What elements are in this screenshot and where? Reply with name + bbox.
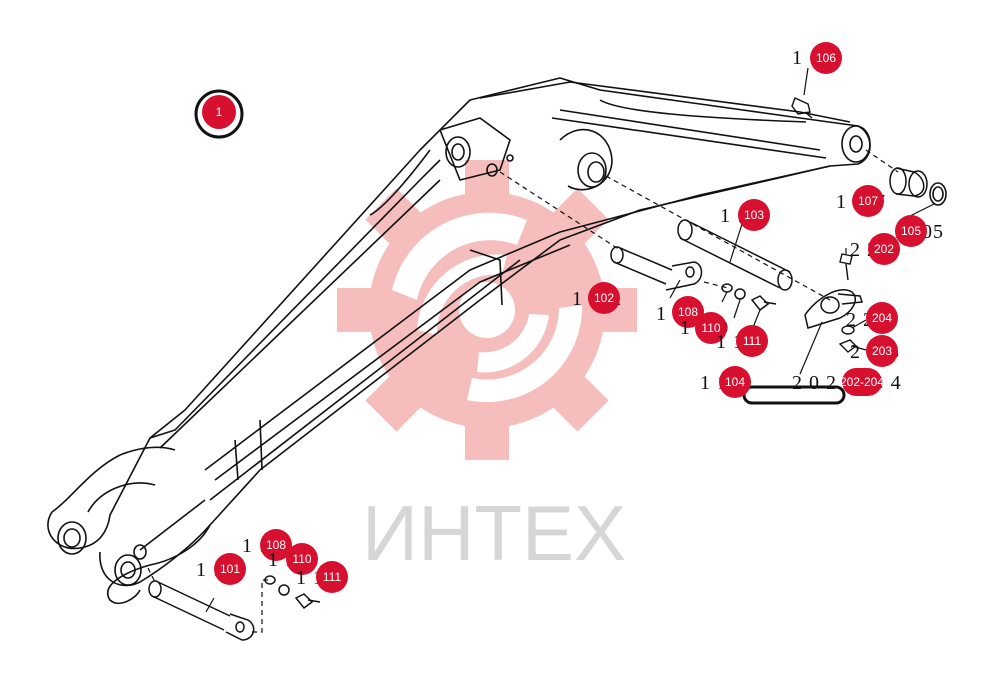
callout-badge	[852, 185, 884, 217]
callout-badge-number: 108	[266, 538, 286, 552]
callout-badge-number: 108	[678, 305, 698, 319]
callout-badge	[868, 233, 900, 265]
assembly-badge[interactable]: 1	[194, 89, 244, 139]
leader-lines	[205, 67, 935, 613]
callout-badge-number: 110	[292, 552, 311, 566]
callout-badge	[316, 561, 348, 593]
callout-badge-number: 202	[874, 242, 894, 256]
ring-1105	[929, 182, 947, 206]
callout-badge-number: 204	[872, 311, 892, 325]
callout-badge-number: 203	[872, 344, 892, 358]
callout-p1102[interactable]: 1 102102	[572, 282, 622, 314]
callout-badge-number: 106	[816, 51, 836, 65]
callout-badge-number: 103	[744, 208, 764, 222]
pin-1101	[148, 580, 255, 641]
washer-nut-bolt-1108-1110-1111-lower	[264, 575, 321, 610]
clamp-202-204	[804, 289, 864, 329]
grease-fitting-1106	[791, 97, 813, 119]
callout-p1107[interactable]: 1 107107	[836, 185, 886, 217]
callout-p1106[interactable]: 1 106106	[792, 42, 842, 74]
callout-badge	[736, 325, 768, 357]
callout-badge-number: 202-204	[840, 375, 884, 389]
bolt-2202	[839, 253, 853, 281]
intex-gear-watermark: ИНТЕХ	[337, 160, 637, 577]
callout-badge	[719, 366, 751, 398]
callout-badge	[866, 335, 898, 367]
callout-badge-number: 111	[323, 570, 342, 584]
callout-badge-number: 107	[858, 194, 878, 208]
callout-badge	[214, 553, 246, 585]
callout-p1103[interactable]: 1 103103	[720, 199, 770, 231]
callout-badge-number: 104	[725, 375, 745, 389]
pin-1102	[610, 246, 703, 291]
callout-badge-number: 102	[594, 291, 614, 305]
callout-badge	[286, 543, 318, 575]
callout-badge	[672, 296, 704, 328]
bushing-1107	[889, 167, 928, 198]
callout-badge	[866, 302, 898, 334]
callout-p1108b[interactable]: 1 108108	[242, 529, 292, 561]
callout-p1110b[interactable]: 1 110110	[268, 543, 318, 575]
callout-p2202[interactable]: 2 202202	[850, 233, 900, 265]
callout-p1101[interactable]: 1 101101	[196, 553, 246, 585]
boom-arm-drawing	[47, 77, 871, 605]
callout-badge	[895, 215, 927, 247]
watermark-brand: ИНТЕХ	[362, 489, 626, 577]
callout-p1108a[interactable]: 1 108108	[656, 296, 706, 328]
callout-badge-number: 110	[701, 321, 720, 335]
callout-badge	[842, 368, 882, 396]
callout-p1110a[interactable]: 1 110110	[680, 312, 729, 344]
washer-2204	[841, 325, 855, 335]
callout-badge-number: 101	[220, 562, 240, 576]
callout-badge	[810, 42, 842, 74]
callout-p1111a[interactable]: 1 111111	[716, 325, 768, 357]
callout-badge	[588, 282, 620, 314]
assembly-badge-label: 1	[216, 105, 223, 119]
assembly-guide-lines	[147, 149, 899, 633]
callout-p1111b[interactable]: 1 111111	[296, 561, 348, 593]
callout-p2203[interactable]: 2 203203	[850, 335, 900, 367]
callout-p1104[interactable]: 1 104104	[700, 366, 751, 398]
callout-badge-number: 105	[901, 224, 921, 238]
nut-2203	[838, 339, 858, 353]
callout-p2204[interactable]: 2 204204	[846, 302, 898, 334]
callout-badge-number: 111	[743, 334, 762, 348]
callout-badge	[695, 312, 727, 344]
callout-badge	[738, 199, 770, 231]
washer-nut-bolt-1108-1110-1111-upper	[721, 283, 777, 312]
pin-1103	[677, 219, 793, 291]
callout-badge	[260, 529, 292, 561]
